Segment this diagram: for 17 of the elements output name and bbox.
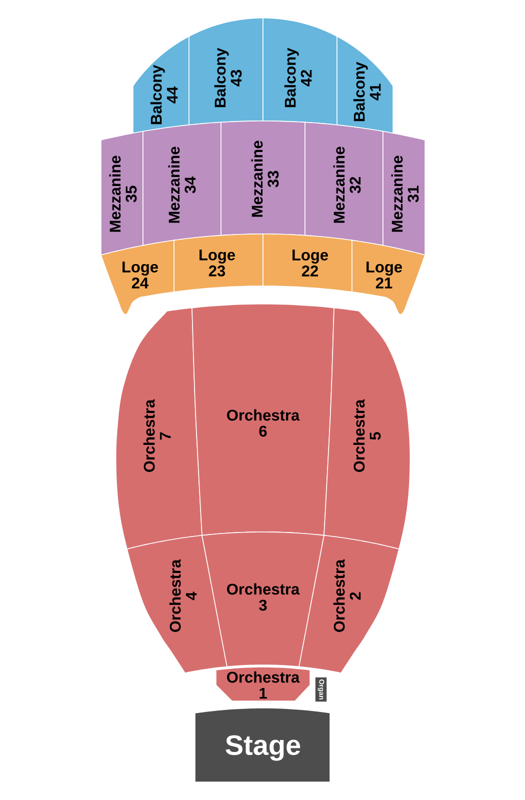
seat-section: Loge 23: [174, 234, 264, 292]
seat-section: Balcony 42: [262, 18, 338, 126]
seat-section: Orchestra 1: [216, 666, 310, 702]
seat-section: Balcony 41: [336, 36, 394, 134]
seat-section: Balcony 44: [132, 36, 190, 134]
seat-section: Orchestra 4: [126, 534, 228, 674]
seat-section: Mezzanine 32: [304, 122, 384, 246]
seat-section: Balcony 43: [188, 18, 264, 126]
seat-section: Loge 22: [262, 234, 352, 292]
seat-section: Orchestra 5: [324, 307, 411, 550]
seat-section: Orchestra 3: [202, 532, 324, 668]
seat-section: Orchestra 7: [115, 307, 202, 550]
seat-section: Mezzanine 33: [220, 120, 306, 236]
stage: Stage: [194, 708, 330, 782]
seat-section: Mezzanine 31: [382, 130, 426, 256]
seat-section: Orchestra 6: [192, 304, 334, 536]
seat-section: Orchestra 2: [298, 534, 400, 674]
